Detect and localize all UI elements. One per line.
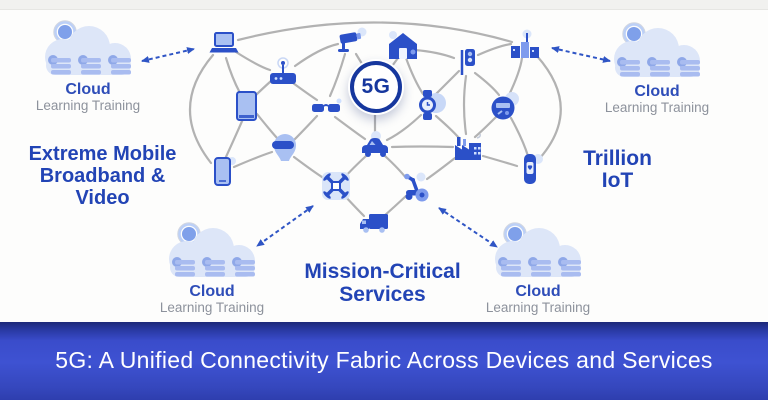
cloud-servers-icon <box>495 222 581 277</box>
label-line: Mission-Critical <box>304 260 461 283</box>
fitness-band-icon <box>512 151 548 187</box>
smart-meter-icon <box>486 89 522 125</box>
cloud-title: Cloud <box>515 283 561 300</box>
5g-hub: 5G <box>348 59 404 115</box>
smart-glasses-icon <box>308 90 344 126</box>
wifi-router-icon <box>265 56 301 92</box>
network-mesh-lines <box>141 21 611 248</box>
cloud-learning-training-top-left: Cloud Learning Training <box>13 20 163 113</box>
top-strip <box>0 0 768 10</box>
robot-icon <box>397 169 433 205</box>
factory-icon <box>450 130 486 166</box>
bottom-banner: 5G: A Unified Connectivity Fabric Across… <box>0 322 768 400</box>
traffic-light-icon <box>449 44 485 80</box>
label-mission-critical-services: Mission-Critical Services <box>260 260 505 306</box>
5g-hub-ring <box>350 61 402 113</box>
dashed-double-arrows <box>141 46 611 248</box>
cloud-title: Cloud <box>189 283 235 300</box>
cloud-title: Cloud <box>65 81 111 98</box>
cloud-learning-training-bottom-left: Cloud Learning Training <box>137 222 287 315</box>
smart-home-icon <box>385 28 421 64</box>
5g-hub-label: 5G <box>361 75 391 98</box>
tablet-icon <box>228 88 264 124</box>
cloud-subtitle: Learning Training <box>35 98 141 113</box>
label-line: Extreme Mobile <box>28 143 177 165</box>
smartphone-icon <box>204 154 240 190</box>
laptop-icon <box>206 27 242 63</box>
cloud-learning-training-top-right: Cloud Learning Training <box>582 22 732 115</box>
cloud-subtitle: Learning Training <box>159 300 265 315</box>
smartwatch-icon <box>411 87 447 123</box>
connected-car-icon <box>357 129 393 165</box>
label-line: Services <box>339 282 426 306</box>
label-line: Video <box>75 187 130 209</box>
cloud-servers-icon <box>614 22 700 77</box>
label-line: IoT <box>601 169 634 192</box>
label-line: Broadband & <box>39 165 166 187</box>
label-trillion-iot: Trillion IoT <box>545 148 690 192</box>
cloud-servers-icon <box>169 222 255 277</box>
cloud-learning-training-bottom-right: Cloud Learning Training <box>463 222 613 315</box>
drone-icon <box>318 168 354 204</box>
label-line: Trillion <box>583 147 652 170</box>
cloud-title: Cloud <box>634 83 680 100</box>
cloud-subtitle: Learning Training <box>485 300 591 315</box>
banner-title: 5G: A Unified Connectivity Fabric Across… <box>55 346 713 373</box>
security-camera-icon <box>333 24 369 60</box>
label-extreme-mobile-broadband-video: Extreme Mobile Broadband & Video <box>0 143 205 209</box>
smart-city-icon <box>507 28 543 64</box>
delivery-truck-icon <box>356 206 392 242</box>
cloud-servers-icon <box>45 20 131 75</box>
cloud-subtitle: Learning Training <box>604 100 710 115</box>
vr-headset-icon <box>267 130 303 166</box>
